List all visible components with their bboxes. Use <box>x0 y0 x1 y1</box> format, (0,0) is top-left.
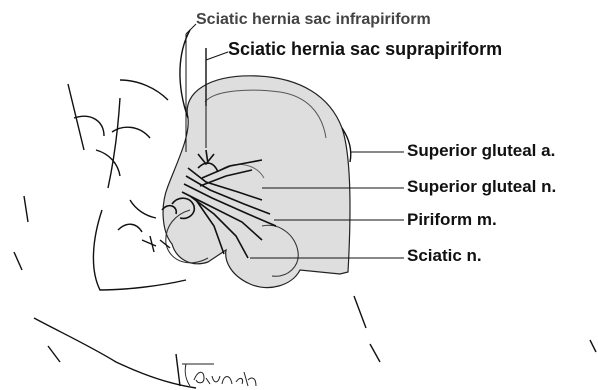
label-superior-gluteal-nerve: Superior gluteal n. <box>407 178 556 195</box>
label-sciatic-hernia-sac-suprapiriform: Sciatic hernia sac suprapiriform <box>228 40 502 58</box>
label-superior-gluteal-artery: Superior gluteal a. <box>407 142 555 159</box>
label-sciatic-nerve: Sciatic n. <box>407 247 482 264</box>
pelvis-shading <box>163 76 350 288</box>
label-piriform-muscle: Piriform m. <box>407 211 497 228</box>
artist-signature <box>182 364 256 386</box>
label-sciatic-hernia-sac-infrapiriform: Sciatic hernia sac infrapiriform <box>196 12 431 28</box>
